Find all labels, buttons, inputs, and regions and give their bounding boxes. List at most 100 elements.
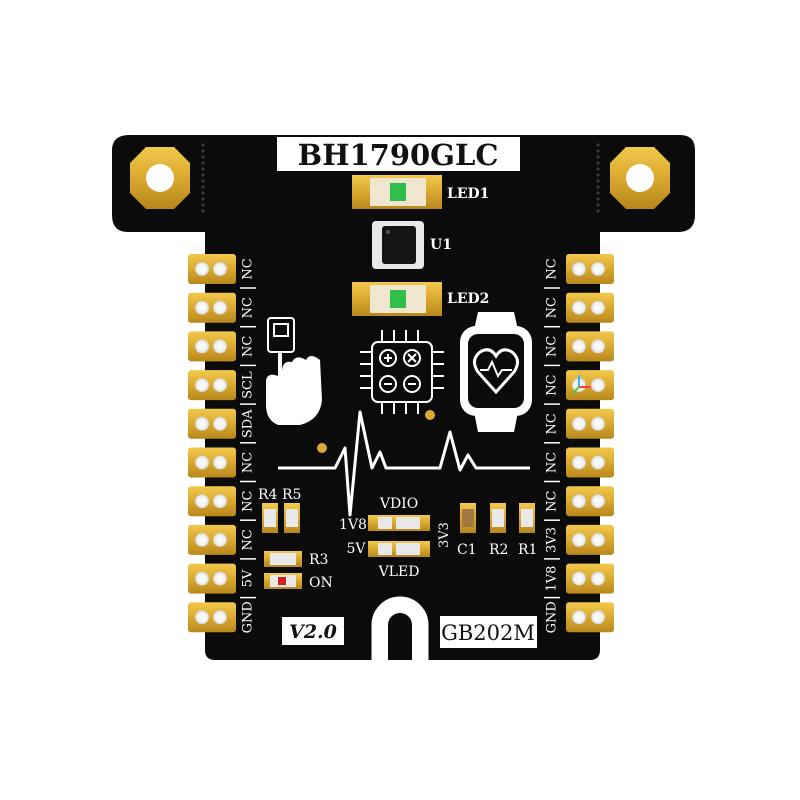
via-dot bbox=[596, 155, 600, 159]
left-pin-9: 5V bbox=[188, 563, 256, 599]
via-dot bbox=[596, 191, 600, 195]
version-text: V2.0 bbox=[289, 621, 337, 643]
via-dot bbox=[201, 197, 205, 201]
vdio-label: VDIO bbox=[379, 496, 418, 512]
via-dot bbox=[201, 179, 205, 183]
right-pin-label: NC bbox=[545, 336, 560, 357]
via-dot bbox=[201, 167, 205, 171]
u1-chip: U1 bbox=[372, 221, 452, 269]
left-pin-3: NC bbox=[188, 331, 256, 367]
via-dot bbox=[201, 203, 205, 207]
via-dot bbox=[596, 161, 600, 165]
right-pin-2: NC bbox=[544, 292, 614, 328]
notch-inner bbox=[388, 613, 412, 660]
via-dot bbox=[201, 173, 205, 177]
via-dot bbox=[596, 167, 600, 171]
left-pin-label: NC bbox=[241, 258, 256, 279]
via-dot bbox=[201, 191, 205, 195]
led1-label: LED1 bbox=[447, 186, 489, 202]
right-pin-label: 1V8 bbox=[545, 566, 560, 592]
left-pin-2: NC bbox=[188, 292, 256, 328]
right-pin-label: NC bbox=[545, 297, 560, 318]
right-pin-7: NC bbox=[544, 486, 614, 521]
r3-label: R3 bbox=[309, 552, 328, 568]
1v8-label: 1V8 bbox=[339, 517, 367, 533]
via-dot bbox=[201, 149, 205, 153]
r4-label: R4 bbox=[258, 487, 278, 503]
voltage-jumpers: VDIO 1V8 5V VLED 3V3 bbox=[339, 496, 452, 580]
left-pin-7: NC bbox=[188, 486, 256, 521]
board-title: BH1790GLC bbox=[298, 138, 499, 172]
via-dot bbox=[596, 197, 600, 201]
led1-component: LED1 bbox=[352, 175, 489, 209]
via-dot bbox=[596, 209, 600, 213]
5v-label: 5V bbox=[346, 541, 366, 557]
r1-label: R1 bbox=[518, 542, 537, 558]
left-pin-6: NC bbox=[188, 447, 256, 483]
right-pin-9: 1V8 bbox=[544, 563, 614, 599]
via-dot bbox=[596, 185, 600, 189]
right-pin-3: NC bbox=[544, 331, 614, 367]
left-pin-label: SCL bbox=[241, 371, 256, 399]
left-pin-label: GND bbox=[241, 601, 256, 633]
left-pin-label: NC bbox=[241, 297, 256, 318]
r4-r5-resistors: R4 R5 bbox=[258, 487, 301, 533]
via-dot bbox=[201, 155, 205, 159]
vled-label: VLED bbox=[378, 564, 420, 580]
finger-touch-icon bbox=[266, 317, 322, 425]
left-pin-5: SDA bbox=[188, 408, 256, 444]
right-pin-1: NC bbox=[544, 254, 614, 289]
right-pin-10: GND bbox=[545, 601, 614, 633]
via-dot bbox=[201, 209, 205, 213]
model-text: GB202M bbox=[441, 621, 535, 645]
via-dot bbox=[201, 143, 205, 147]
led2-label: LED2 bbox=[447, 291, 489, 307]
via-dot bbox=[425, 410, 435, 420]
via-dot bbox=[596, 149, 600, 153]
axis-marker-icon bbox=[572, 375, 591, 394]
left-pin-4: SCL bbox=[188, 370, 256, 405]
left-pin-label: NC bbox=[241, 452, 256, 473]
model-label: GB202M bbox=[440, 616, 537, 648]
via-dot bbox=[201, 185, 205, 189]
r2-label: R2 bbox=[489, 542, 508, 558]
left-pin-label: NC bbox=[241, 529, 256, 550]
right-pin-5: NC bbox=[544, 408, 614, 444]
power-on-led: ON bbox=[264, 573, 333, 591]
3v3-jumper-label: 3V3 bbox=[437, 522, 452, 548]
via-dot bbox=[201, 161, 205, 165]
r5-label: R5 bbox=[282, 487, 301, 503]
left-pin-10: GND bbox=[188, 601, 256, 633]
right-pin-label: NC bbox=[545, 374, 560, 395]
c1-r2-r1: C1 R2 R1 bbox=[457, 503, 537, 558]
right-pin-label: NC bbox=[545, 413, 560, 434]
right-pin-label: NC bbox=[545, 258, 560, 279]
via-dot bbox=[596, 179, 600, 183]
smartwatch-heart-icon bbox=[460, 312, 532, 432]
title-label: BH1790GLC bbox=[277, 137, 520, 172]
left-pin-header: NC NC NC SCL SDA NC NC NC 5V GND bbox=[188, 254, 256, 633]
board-outline bbox=[112, 135, 695, 660]
mount-hole-left bbox=[130, 147, 190, 209]
edge-vias bbox=[201, 143, 600, 213]
on-label: ON bbox=[309, 575, 333, 591]
right-pin-label: 3V3 bbox=[545, 527, 560, 553]
right-pin-8: 3V3 bbox=[544, 524, 614, 560]
u1-label: U1 bbox=[430, 237, 452, 253]
left-pin-label: NC bbox=[241, 490, 256, 511]
right-pin-label: GND bbox=[545, 601, 560, 633]
processor-chip-icon bbox=[360, 330, 444, 414]
right-pin-label: NC bbox=[545, 490, 560, 511]
version-label: V2.0 bbox=[282, 617, 344, 645]
left-pin-label: SDA bbox=[241, 409, 256, 438]
led2-component: LED2 bbox=[352, 282, 489, 316]
via-dot bbox=[596, 203, 600, 207]
right-pin-label: NC bbox=[545, 452, 560, 473]
left-pin-label: NC bbox=[241, 336, 256, 357]
via-dot bbox=[596, 173, 600, 177]
via-dot bbox=[317, 443, 327, 453]
right-pin-6: NC bbox=[544, 447, 614, 483]
via-dot bbox=[596, 143, 600, 147]
